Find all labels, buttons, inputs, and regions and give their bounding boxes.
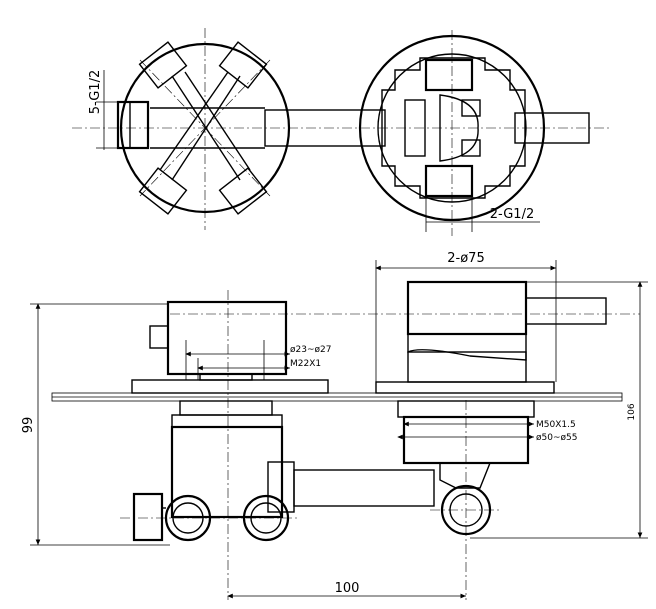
- dim-height-right: 106: [627, 403, 637, 420]
- left-diverter-ports: [138, 41, 268, 215]
- front-view: ø23~ø27 M22X1 2-ø75 M5: [21, 251, 648, 600]
- dim-spacing: 100: [335, 581, 360, 596]
- rear-connecting-pipe: [293, 469, 435, 507]
- left-bottom-port: [132, 492, 164, 542]
- right-port-top: [424, 58, 474, 92]
- top-view: 5-G1/2 2-G1/2: [72, 28, 610, 236]
- right-handle: [406, 280, 528, 336]
- dim-diameter: 2-ø75: [447, 251, 484, 266]
- left-valve-body: [170, 425, 284, 519]
- dim-height-left: 99: [21, 417, 36, 434]
- dim-thread-m22: M22X1: [290, 359, 321, 369]
- dim-inlet-top: 5-G1/2: [88, 70, 103, 114]
- dim-thread-large: ø50~ø55: [536, 433, 577, 443]
- dim-outlet-top: 2-G1/2: [490, 207, 534, 222]
- right-lever: [525, 297, 607, 325]
- right-port-bottom: [424, 164, 474, 198]
- dim-thread-m50: M50X1.5: [536, 420, 576, 430]
- left-inlet-port: [116, 100, 150, 150]
- dim-thread-small: ø23~ø27: [290, 345, 331, 355]
